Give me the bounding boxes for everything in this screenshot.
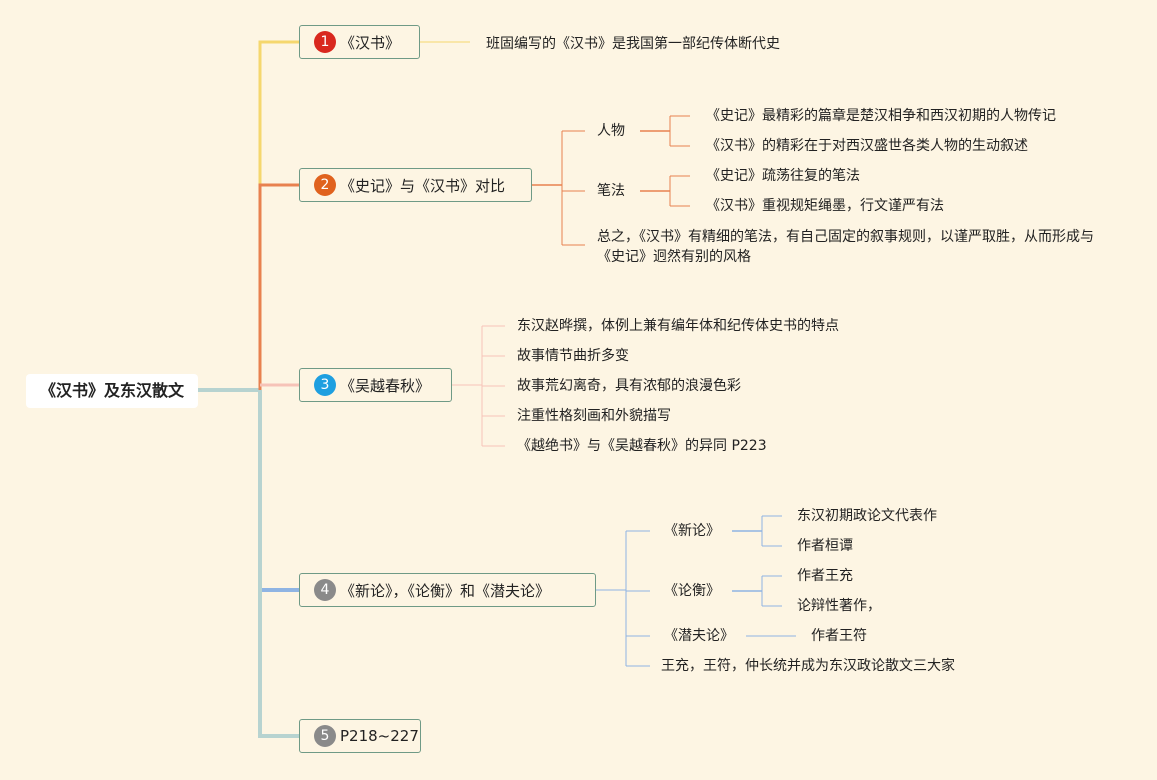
topic-label: 《吴越春秋》 (340, 376, 431, 395)
topic-label: 《新论》，《论衡》和《潜夫论》 (340, 581, 551, 600)
number-badge: 1 (314, 31, 336, 53)
topic-3-detail[interactable]: 注重性格刻画和外貌描写 (517, 408, 671, 424)
subtopic-qianfulun[interactable]: 《潜夫论》 (664, 628, 734, 644)
topic-3-detail[interactable]: 故事荒幻离奇，具有浓郁的浪漫色彩 (517, 378, 741, 394)
subtopic-detail[interactable]: 论辩性著作， (797, 598, 881, 614)
topic-2[interactable]: 2 《史记》与《汉书》对比 (299, 168, 532, 202)
subtopic-detail[interactable]: 东汉初期政论文代表作 (797, 508, 937, 524)
number-badge: 2 (314, 174, 336, 196)
subtopic-lunheng[interactable]: 《论衡》 (664, 583, 720, 599)
subtopic-detail[interactable]: 《史记》疏荡往复的笔法 (706, 168, 860, 184)
subtopic-detail[interactable]: 《史记》最精彩的篇章是楚汉相争和西汉初期的人物传记 (706, 108, 1056, 124)
topic-5[interactable]: 5 P218~227 (299, 719, 421, 753)
number-badge: 3 (314, 374, 336, 396)
topic-1-detail[interactable]: 班固编写的《汉书》是我国第一部纪传体断代史 (486, 36, 780, 52)
subtopic-xinlun[interactable]: 《新论》 (664, 523, 720, 539)
number-badge: 5 (314, 725, 336, 747)
subtopic-detail[interactable]: 作者王符 (811, 628, 867, 644)
subtopic-detail[interactable]: 《汉书》的精彩在于对西汉盛世各类人物的生动叙述 (706, 138, 1028, 154)
topic-4-summary[interactable]: 王充，王符，仲长统并成为东汉政论散文三大家 (661, 658, 955, 674)
topic-1[interactable]: 1 《汉书》 (299, 25, 420, 59)
topic-4[interactable]: 4 《新论》，《论衡》和《潜夫论》 (299, 573, 596, 607)
subtopic-style[interactable]: 笔法 (597, 183, 625, 199)
topic-3-detail[interactable]: 东汉赵晔撰，体例上兼有编年体和纪传体史书的特点 (517, 318, 839, 334)
topic-3[interactable]: 3 《吴越春秋》 (299, 368, 452, 402)
branch-topic-5 (258, 390, 299, 738)
topic-label: P218~227 (340, 727, 419, 745)
topic-label: 《史记》与《汉书》对比 (340, 176, 506, 195)
branch-topic-4 (258, 390, 299, 592)
number-badge: 4 (314, 579, 336, 601)
subtopic-detail[interactable]: 作者王充 (797, 568, 853, 584)
subtopic-characters[interactable]: 人物 (597, 123, 625, 139)
topic-label: 《汉书》 (340, 33, 401, 52)
topic-3-detail[interactable]: 《越绝书》与《吴越春秋》的异同 P223 (517, 438, 767, 454)
branch-topic-2 (258, 183, 299, 390)
root-topic[interactable]: 《汉书》及东汉散文 (26, 374, 198, 408)
subtopic-detail[interactable]: 《汉书》重视规矩绳墨，行文谨严有法 (706, 198, 944, 214)
topic-3-detail[interactable]: 故事情节曲折多变 (517, 348, 629, 364)
branch-topic-1 (258, 40, 299, 390)
subtopic-detail[interactable]: 作者桓谭 (797, 538, 853, 554)
topic-2-summary[interactable]: 总之，《汉书》有精细的笔法，有自己固定的叙事规则，以谨严取胜，从而形成与《史记》… (597, 229, 1094, 265)
